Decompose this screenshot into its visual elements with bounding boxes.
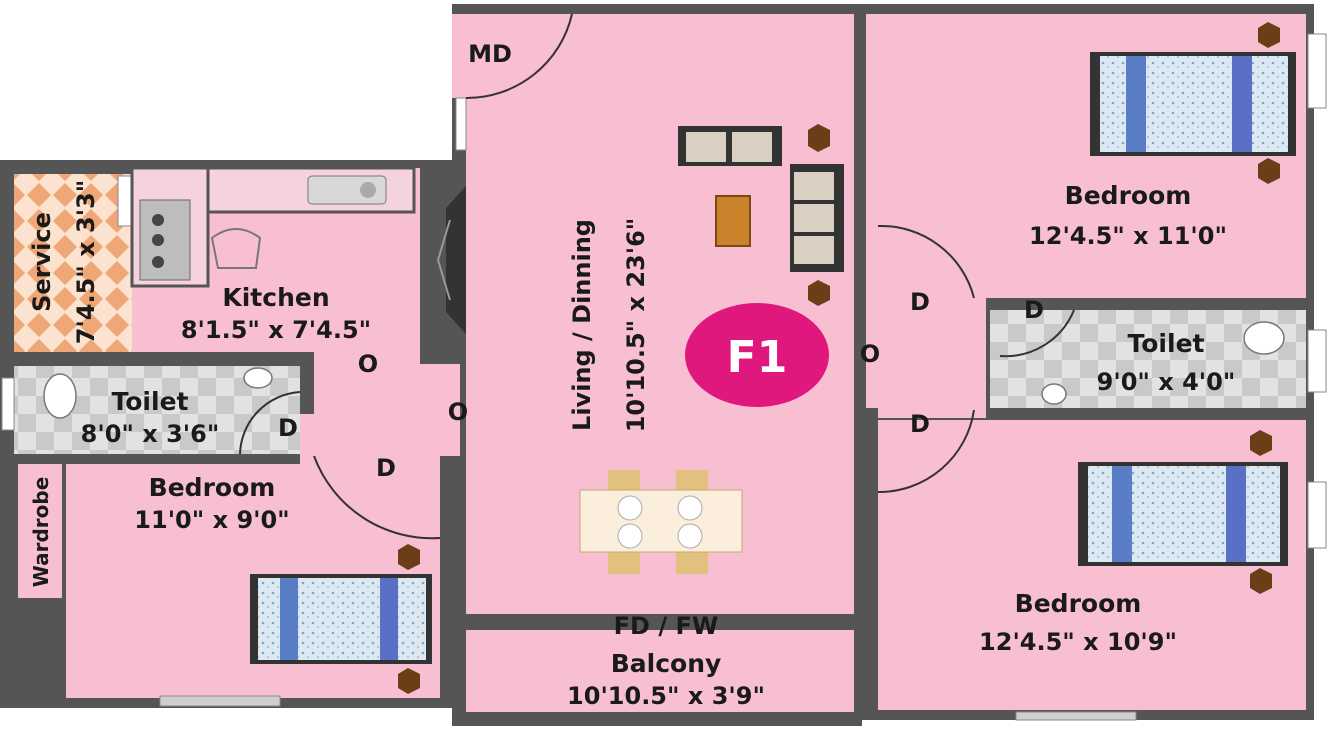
opening-label: O: [358, 350, 378, 378]
balcony-size: 10'10.5" x 3'9": [567, 682, 765, 710]
door-labels: MD FD / FW D D D D D O O O: [278, 40, 1044, 640]
french-door-label: FD / FW: [614, 612, 719, 640]
kitchen-size: 8'1.5" x 7'4.5": [181, 316, 371, 344]
stove-icon: [139, 199, 191, 281]
right-passage-floor: [866, 298, 986, 418]
sofa-icon: [678, 126, 844, 272]
toilet-left-size: 8'0" x 3'6": [81, 420, 220, 448]
living-size: 10'10.5" x 23'6": [622, 218, 650, 433]
wardrobe-label: Wardrobe: [29, 477, 53, 588]
door-label: D: [910, 410, 930, 438]
balcony-label: Balcony: [611, 649, 722, 678]
wardrobe-floor: [18, 464, 62, 598]
balcony-floor: [466, 630, 854, 712]
kitchen-fixtures: [130, 166, 416, 288]
bed-left-icon: [250, 544, 432, 694]
door-label: D: [910, 288, 930, 316]
bedroom-bottom-right-label: Bedroom: [1015, 589, 1142, 618]
flat-title: F1: [727, 332, 788, 383]
service-label: Service: [28, 212, 56, 312]
windows: [1, 33, 1327, 721]
bedroom-left-label: Bedroom: [149, 473, 276, 502]
side-table-icon: [808, 124, 830, 306]
passage-floor: [300, 352, 460, 464]
toilet-fixtures: [43, 321, 1285, 419]
partitions: [300, 14, 1306, 712]
door-swings: [239, 13, 1075, 540]
room-labels: Kitchen 8'1.5" x 7'4.5" Toilet 8'0" x 3'…: [28, 180, 1235, 710]
md-lobby-floor: [452, 14, 466, 98]
bedroom-bottom-right-size: 12'4.5" x 10'9": [979, 628, 1177, 656]
bedroom-left-size: 11'0" x 9'0": [134, 506, 289, 534]
dining-table-icon: [579, 470, 743, 574]
kitchen-label: Kitchen: [222, 283, 329, 312]
tv-icon: [436, 186, 466, 334]
flat-badge: F1: [685, 303, 829, 407]
main-door-label: MD: [468, 40, 512, 68]
bed-bottom-right-icon: [1078, 430, 1288, 594]
door-label: D: [1024, 296, 1044, 324]
toilet-right-label: Toilet: [1128, 329, 1205, 358]
toilet-right-size: 9'0" x 4'0": [1097, 368, 1236, 396]
sink-icon: [307, 175, 387, 205]
toilet-left-label: Toilet: [112, 387, 189, 416]
opening-label: O: [860, 340, 880, 368]
chair-icon: [210, 228, 262, 269]
door-label: D: [278, 414, 298, 442]
door-label: D: [376, 454, 396, 482]
service-size: 7'4.5" x 3'3": [72, 180, 100, 345]
opening-label: O: [448, 398, 468, 426]
service-floor: [14, 174, 132, 352]
bedroom-top-right-label: Bedroom: [1065, 181, 1192, 210]
living-label: Living / Dinning: [568, 219, 596, 431]
center-table-icon: [715, 195, 751, 247]
bed-top-right-icon: [1090, 22, 1296, 184]
bedroom-top-right-size: 12'4.5" x 11'0": [1029, 222, 1227, 250]
